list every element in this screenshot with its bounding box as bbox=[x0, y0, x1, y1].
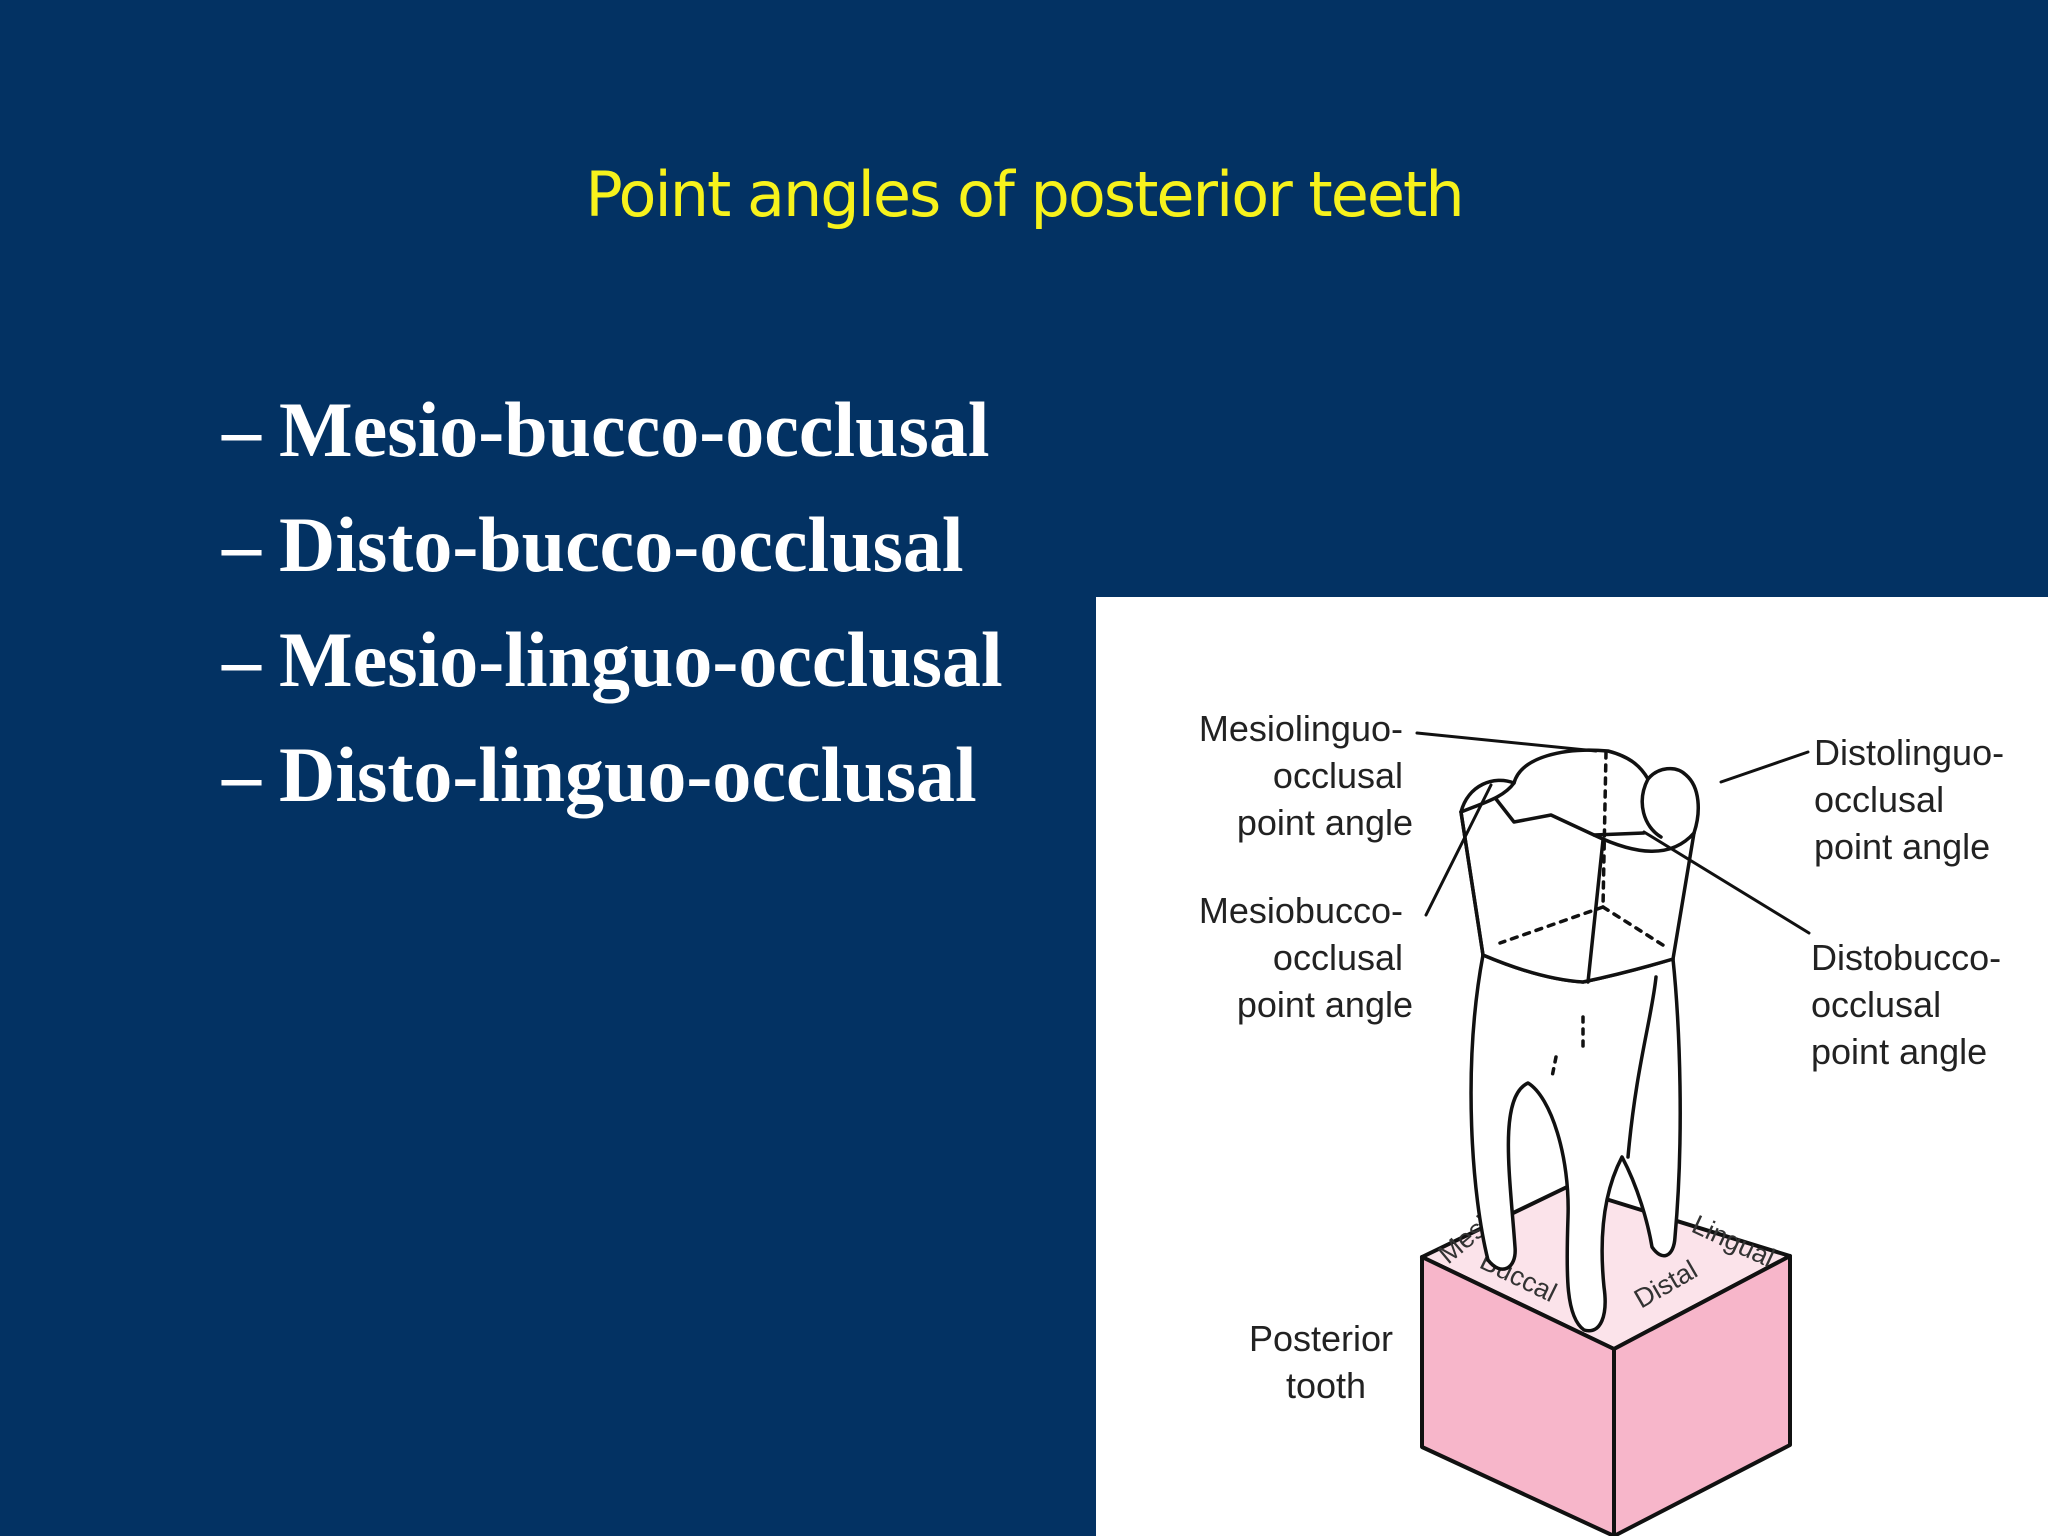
tooth-crown bbox=[1459, 748, 1700, 984]
hidden-line-mesial bbox=[1498, 905, 1605, 945]
hidden-line-distal bbox=[1601, 905, 1668, 949]
cube-right-face bbox=[1612, 1254, 1792, 1536]
root-inner-ridge bbox=[1626, 975, 1658, 1159]
label-distobucco: Distobucco- occlusal point angle bbox=[1811, 937, 2011, 1072]
bullet-dash: – bbox=[222, 731, 261, 818]
crown-buccal-groove bbox=[1586, 838, 1605, 984]
occlusal-ridge bbox=[1459, 781, 1516, 814]
bullet-dash: – bbox=[222, 616, 261, 703]
bullet-dash: – bbox=[222, 501, 261, 588]
label-posterior-tooth: Posterior tooth bbox=[1249, 1318, 1403, 1406]
hidden-line-vertical bbox=[1601, 750, 1608, 909]
leader-distobucco bbox=[1642, 830, 1811, 935]
distal-cusp bbox=[1640, 777, 1663, 839]
bullet-text: Disto-bucco-occlusal bbox=[279, 501, 964, 588]
label-distolinguo: Distolinguo- occlusal point angle bbox=[1814, 732, 2014, 867]
occlusal-fossa bbox=[1494, 797, 1646, 837]
leader-mesiobucco bbox=[1424, 783, 1493, 917]
label-mesiobucco: Mesiobucco- occlusal point angle bbox=[1199, 890, 1413, 1025]
leader-mesiolinguo bbox=[1415, 731, 1598, 753]
slide-title: Point angles of posterior teeth bbox=[585, 158, 1464, 231]
occlusal-ridge-2 bbox=[1592, 831, 1696, 853]
tooth-diagram-svg: Mesial Buccal Distal Lingual bbox=[1199, 708, 2014, 1536]
leader-lines bbox=[1415, 731, 1811, 935]
bullet-list: –Mesio-bucco-occlusal –Disto-bucco-occlu… bbox=[222, 372, 1003, 832]
bullet-item: –Mesio-bucco-occlusal bbox=[222, 372, 1003, 487]
leader-distolinguo bbox=[1719, 750, 1810, 784]
bullet-text: Mesio-linguo-occlusal bbox=[279, 616, 1003, 703]
tooth-roots bbox=[1469, 953, 1682, 1333]
bullet-text: Disto-linguo-occlusal bbox=[279, 731, 977, 818]
root-furcation-dashes bbox=[1550, 1015, 1585, 1079]
tooth-diagram: Mesial Buccal Distal Lingual bbox=[1096, 597, 2048, 1536]
bullet-item: –Disto-linguo-occlusal bbox=[222, 717, 1003, 832]
bullet-dash: – bbox=[222, 386, 261, 473]
label-mesiolinguo: Mesiolinguo- occlusal point angle bbox=[1199, 708, 1413, 843]
cube-left-face bbox=[1420, 1255, 1616, 1536]
molar-tooth bbox=[1459, 748, 1700, 1333]
bullet-item: –Mesio-linguo-occlusal bbox=[222, 602, 1003, 717]
bullet-item: –Disto-bucco-occlusal bbox=[222, 487, 1003, 602]
bullet-text: Mesio-bucco-occlusal bbox=[279, 386, 990, 473]
